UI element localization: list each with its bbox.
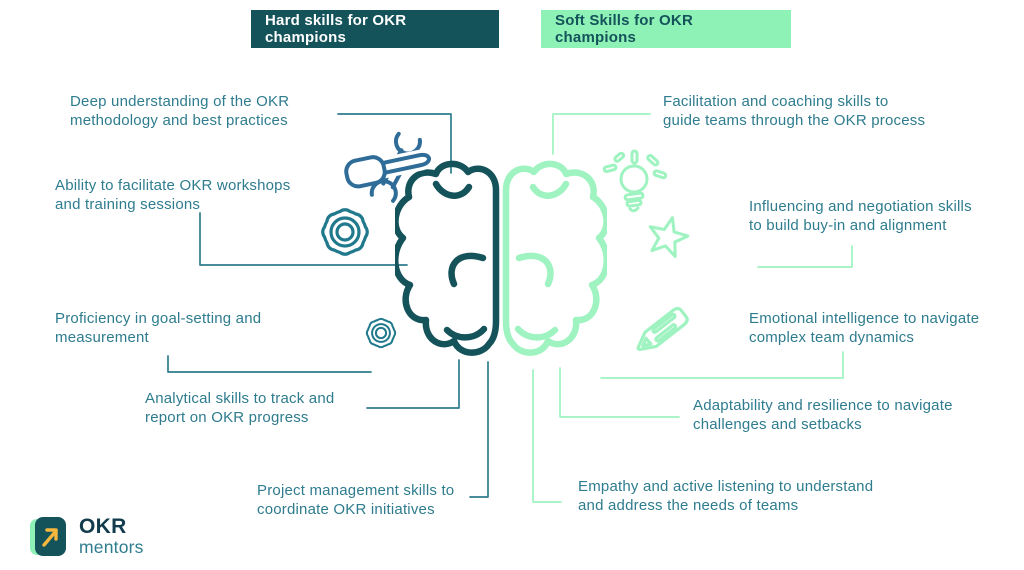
pencil-icon [636, 306, 689, 351]
screwdriver-wrench-icon [344, 131, 435, 203]
split-brain-icon [395, 160, 607, 356]
soft-skill-label-4: Adaptability and resilience to navigate … [693, 397, 953, 433]
lightbulb-icon [602, 149, 668, 213]
logo-subtitle: mentors [79, 536, 144, 557]
connector-hard-3 [167, 355, 372, 373]
soft-skill-label-3: Emotional intelligence to navigate compl… [749, 310, 980, 346]
hard-skill-label-2: Ability to facilitate OKR workshops and … [55, 177, 291, 213]
soft-skill-label-1: Facilitation and coaching skills to guid… [663, 93, 926, 129]
connector-soft-2 [757, 245, 853, 268]
star-icon [648, 216, 690, 258]
brain-left-hemisphere [395, 160, 500, 356]
logo-mark [30, 515, 70, 557]
okr-mentors-logo: OKR mentors [30, 515, 144, 557]
soft-skill-label-5: Empathy and active listening to understa… [578, 478, 874, 514]
hard-skill-label-1: Deep understanding of the OKR methodolog… [70, 93, 290, 129]
arrow-up-right-icon [42, 528, 58, 547]
small-gear-icon [365, 317, 397, 349]
gear-icon [321, 208, 369, 256]
logo-title: OKR [79, 514, 127, 538]
soft-skill-label-2: Influencing and negotiation skills to bu… [749, 198, 972, 234]
hard-skill-label-4: Analytical skills to track and report on… [145, 390, 335, 426]
hard-skills-badge: Hard skills for OKR champions [251, 10, 499, 48]
soft-skills-badge: Soft Skills for OKR champions [541, 10, 791, 48]
hard-skill-label-3: Proficiency in goal-setting and measurem… [55, 310, 262, 346]
brain-right-hemisphere [502, 160, 607, 356]
hard-skill-label-5: Project management skills to coordinate … [257, 482, 455, 518]
